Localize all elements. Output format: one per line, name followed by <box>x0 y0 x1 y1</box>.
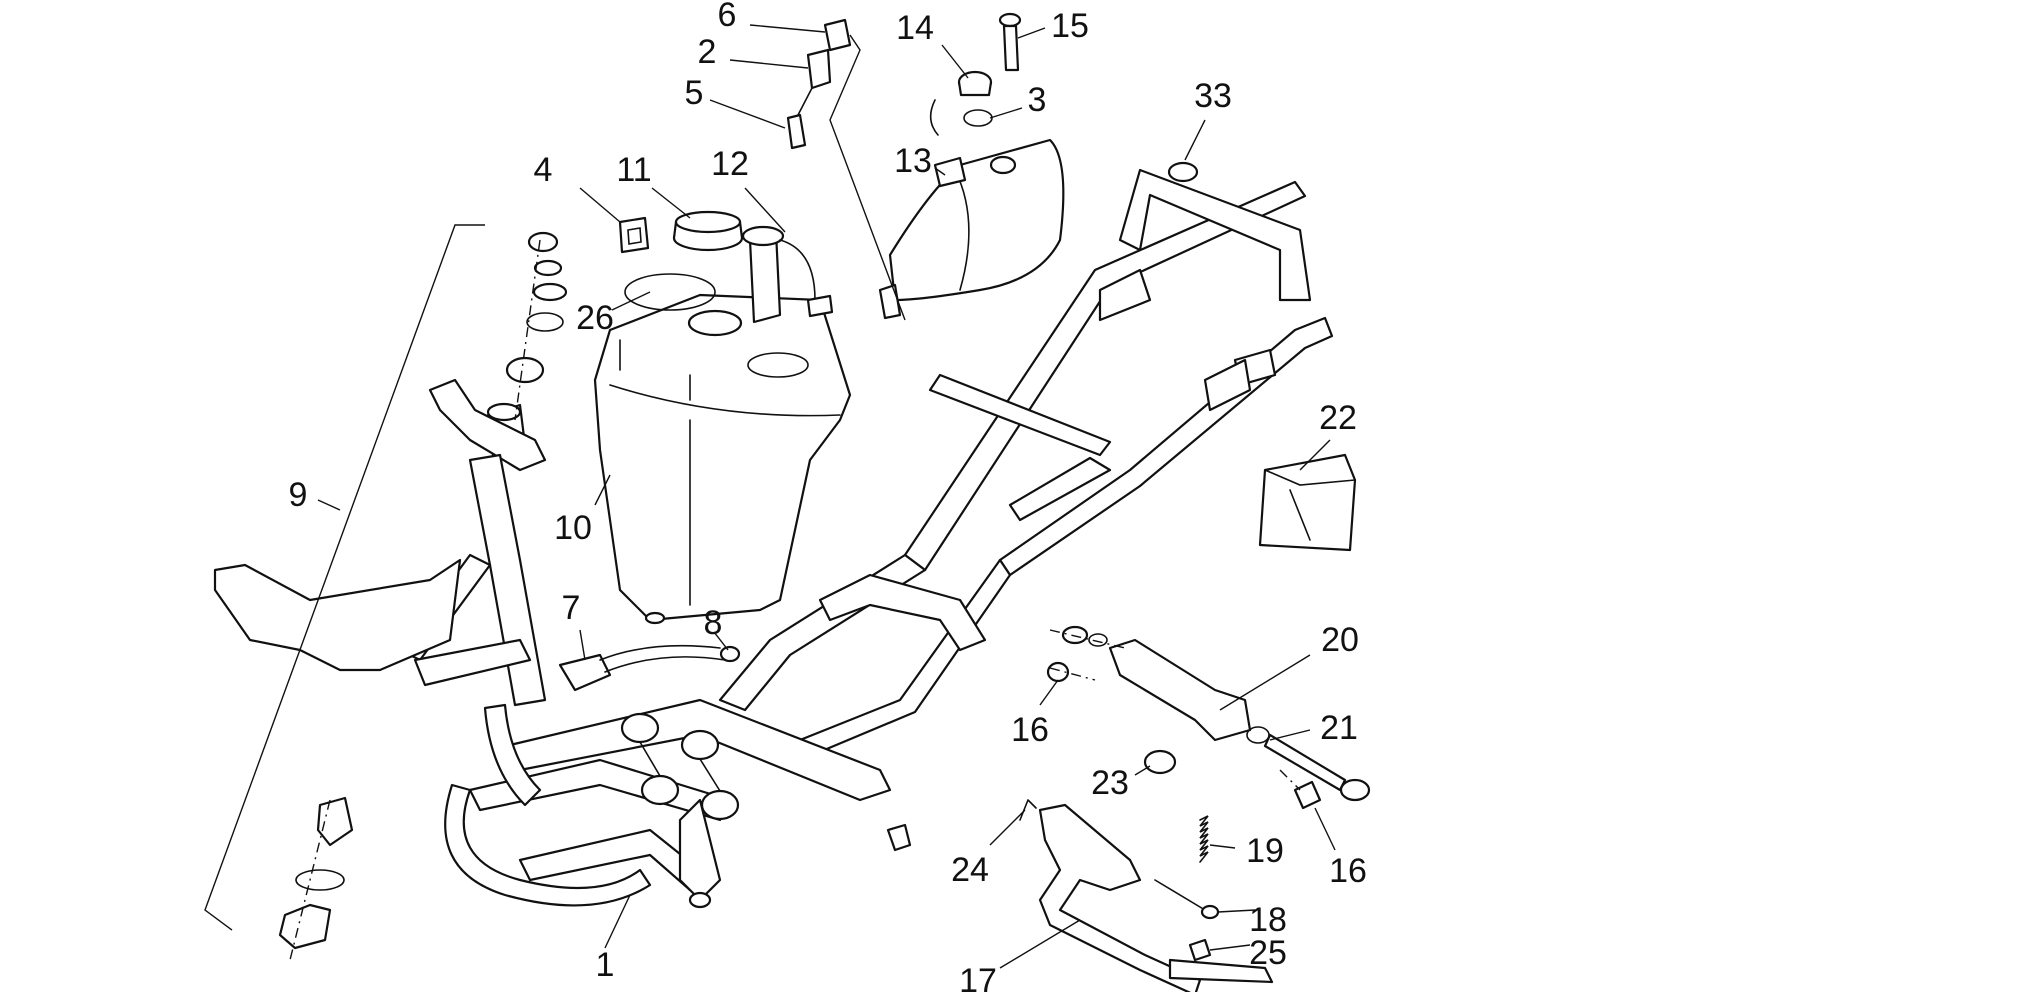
oil-cap <box>957 70 993 97</box>
callout-4: 4 <box>534 151 553 189</box>
callout-25: 25 <box>1249 934 1287 972</box>
oil-tank <box>878 138 1065 320</box>
stand-bolt <box>1263 733 1371 802</box>
callouts: 6 2 5 14 15 3 33 13 4 11 12 26 9 10 22 7… <box>289 0 1367 992</box>
callout-13: 13 <box>894 142 932 180</box>
stand-spacer <box>1188 938 1212 962</box>
clip-plate <box>618 216 650 254</box>
main-frame <box>444 168 1334 909</box>
callout-1: 1 <box>596 946 615 984</box>
stand-bracket <box>1046 625 1270 744</box>
steering-head-assembly <box>204 224 568 961</box>
callout-3: 3 <box>1028 81 1047 119</box>
leader-lines <box>317 24 1336 969</box>
callout-5: 5 <box>685 74 704 112</box>
oil-hose <box>929 99 939 136</box>
callout-16b: 16 <box>1329 852 1367 890</box>
callout-18: 18 <box>1249 901 1287 939</box>
fuel-cap <box>672 210 744 252</box>
top-fitting-stack <box>786 18 852 150</box>
split-pin <box>1019 799 1037 821</box>
stand-bushing <box>1293 780 1322 810</box>
callout-19: 19 <box>1246 832 1284 870</box>
fuel-tank <box>593 293 852 625</box>
top-bracket-line <box>829 34 906 321</box>
callout-22: 22 <box>1319 399 1357 437</box>
callout-6: 6 <box>718 0 737 34</box>
plug-grommet <box>1167 161 1199 183</box>
callout-20: 20 <box>1321 621 1359 659</box>
callout-21: 21 <box>1320 709 1358 747</box>
callout-2: 2 <box>698 33 717 71</box>
callout-17: 17 <box>959 962 997 992</box>
callout-8: 8 <box>704 604 723 642</box>
fuel-tap <box>558 644 726 692</box>
stand-pin <box>1154 879 1220 920</box>
callout-10: 10 <box>554 509 592 547</box>
callout-11: 11 <box>616 151 651 189</box>
callout-33: 33 <box>1194 77 1232 115</box>
tool-bag <box>1258 453 1357 552</box>
callout-14: 14 <box>896 9 934 47</box>
tank-seal-ring <box>624 273 716 311</box>
callout-15: 15 <box>1051 7 1089 45</box>
callout-12: 12 <box>711 145 749 183</box>
callout-24: 24 <box>951 851 989 889</box>
return-spring <box>1199 815 1209 863</box>
callout-7: 7 <box>562 589 581 627</box>
oil-cap-seal <box>963 109 993 127</box>
stand-stop <box>1143 749 1177 775</box>
dipstick <box>998 12 1022 72</box>
centre-stand <box>1038 803 1274 992</box>
fuel-hose-clip <box>719 645 741 663</box>
callout-9: 9 <box>289 476 308 514</box>
fuel-gauge-sender <box>741 225 834 324</box>
callout-23: 23 <box>1091 764 1129 802</box>
callout-16a: 16 <box>1011 711 1049 749</box>
cross-tubes <box>620 712 740 821</box>
callout-26: 26 <box>576 299 614 337</box>
